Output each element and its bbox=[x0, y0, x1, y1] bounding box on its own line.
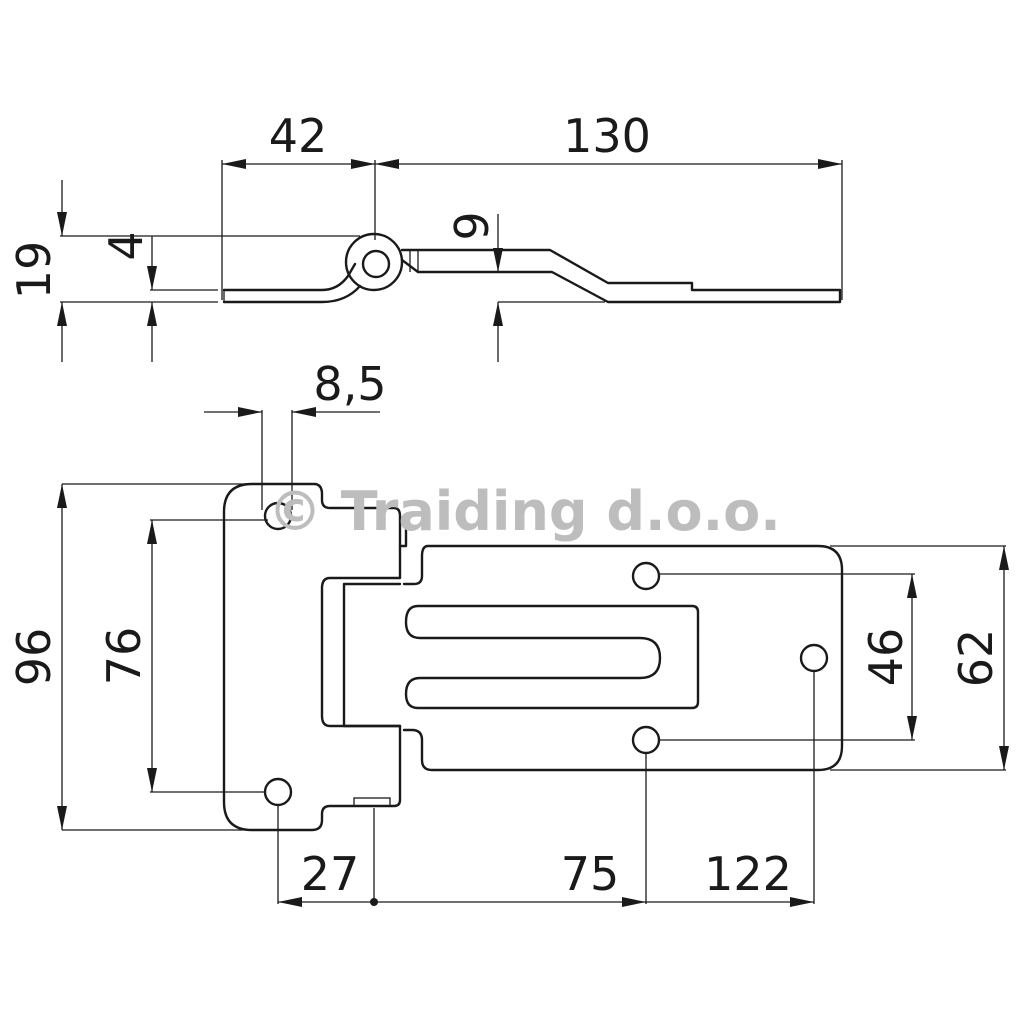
left-hinge-plate bbox=[222, 482, 402, 832]
dim-text-8-5: 8,5 bbox=[313, 357, 386, 411]
hole-left-bottom bbox=[263, 777, 293, 807]
side-ext-horizontal bbox=[60, 235, 605, 303]
watermark-text: © Traiding d.o.o. bbox=[268, 480, 781, 543]
top-view: 8,5 96 76 46 62 27 75 122 bbox=[7, 357, 1009, 907]
side-view: 42 130 19 4 9 bbox=[7, 109, 843, 362]
dim-text-96: 96 bbox=[7, 628, 61, 687]
dim-text-75: 75 bbox=[561, 847, 620, 901]
dim-text-27: 27 bbox=[301, 847, 360, 901]
dim-text-130: 130 bbox=[563, 109, 651, 163]
baseline-origin-dot bbox=[370, 898, 378, 906]
hole-right-top bbox=[631, 561, 661, 591]
dim-text-62: 62 bbox=[949, 629, 1003, 688]
hole-left-top bbox=[263, 501, 293, 531]
dim-text-122: 122 bbox=[704, 847, 792, 901]
dim-text-46: 46 bbox=[859, 628, 913, 687]
dim-text-19: 19 bbox=[7, 241, 61, 300]
right-strap-profile bbox=[400, 248, 842, 304]
right-strap-plate bbox=[398, 514, 844, 772]
side-ext-vertical bbox=[221, 160, 843, 300]
strap-fold-lines bbox=[409, 250, 419, 272]
hinge-pin bbox=[361, 249, 391, 279]
top-ext-vertical bbox=[261, 410, 815, 904]
dim-text-42: 42 bbox=[269, 109, 328, 163]
top-ext-horizontal bbox=[62, 483, 1006, 831]
hole-right-far bbox=[799, 643, 829, 673]
hole-right-bottom bbox=[631, 725, 661, 755]
dim-text-76: 76 bbox=[97, 627, 151, 686]
left-plate-profile bbox=[222, 262, 362, 304]
dim-text-9: 9 bbox=[445, 211, 499, 240]
hinge-pin-end bbox=[353, 797, 391, 807]
dim-text-4: 4 bbox=[99, 231, 153, 260]
hinge-knuckle bbox=[342, 582, 402, 728]
hinge-knuckle-outer bbox=[344, 232, 404, 292]
strap-ribs bbox=[404, 604, 700, 710]
